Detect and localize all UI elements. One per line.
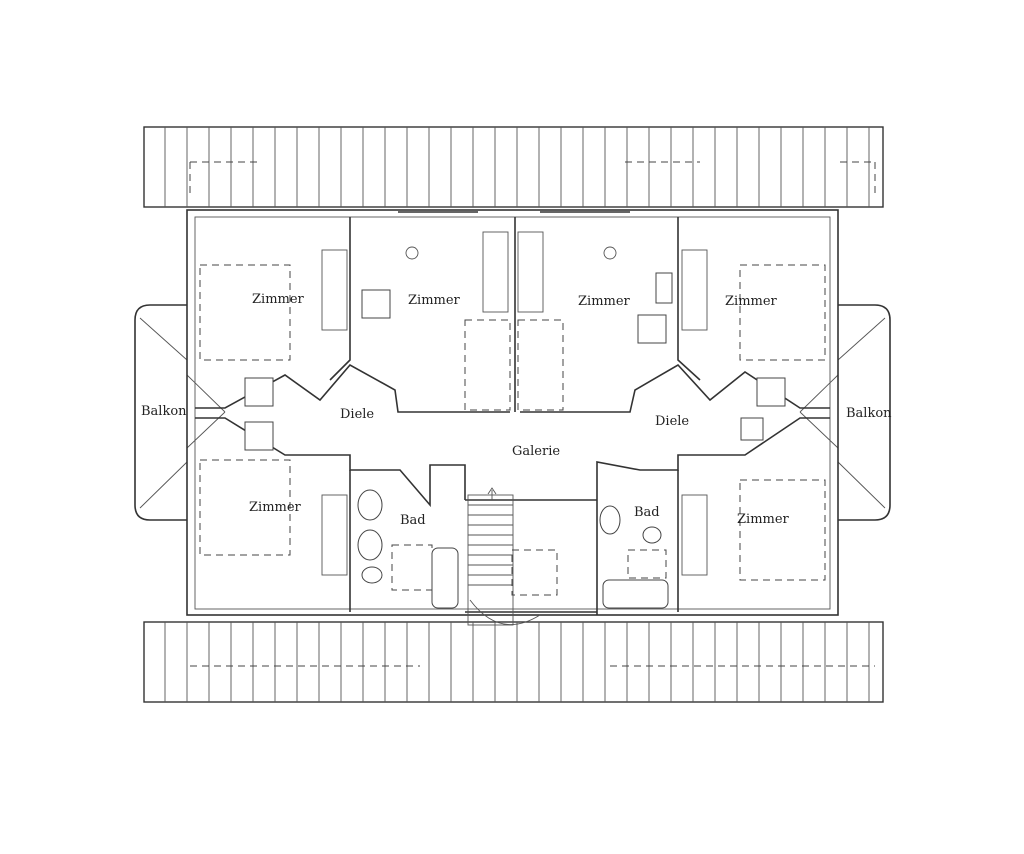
label-zimmer-ne: Zimmer [725,294,778,309]
balcony-right [799,304,891,521]
bathroom-fixtures [357,489,669,609]
label-diele-left: Diele [340,407,374,422]
balcony-left [134,304,226,521]
roof-bottom [143,621,884,703]
label-bad-right: Bad [634,505,660,520]
label-zimmer-se: Zimmer [737,512,790,527]
staircase [467,487,558,626]
furniture [199,231,826,581]
label-balkon-right: Balkon [846,406,892,421]
label-zimmer-sw: Zimmer [249,500,302,515]
label-diele-right: Diele [655,414,689,429]
label-zimmer-n3: Zimmer [578,294,631,309]
label-bad-left: Bad [400,513,426,528]
label-zimmer-n2: Zimmer [408,293,461,308]
outer-walls [186,209,839,616]
label-balkon-left: Balkon [141,404,187,419]
label-zimmer-nw: Zimmer [252,292,305,307]
room-labels: Zimmer Zimmer Zimmer Zimmer Zimmer Zimme… [141,292,892,528]
interior-walls [195,217,830,615]
roof-top [143,126,884,208]
label-galerie: Galerie [512,444,560,459]
